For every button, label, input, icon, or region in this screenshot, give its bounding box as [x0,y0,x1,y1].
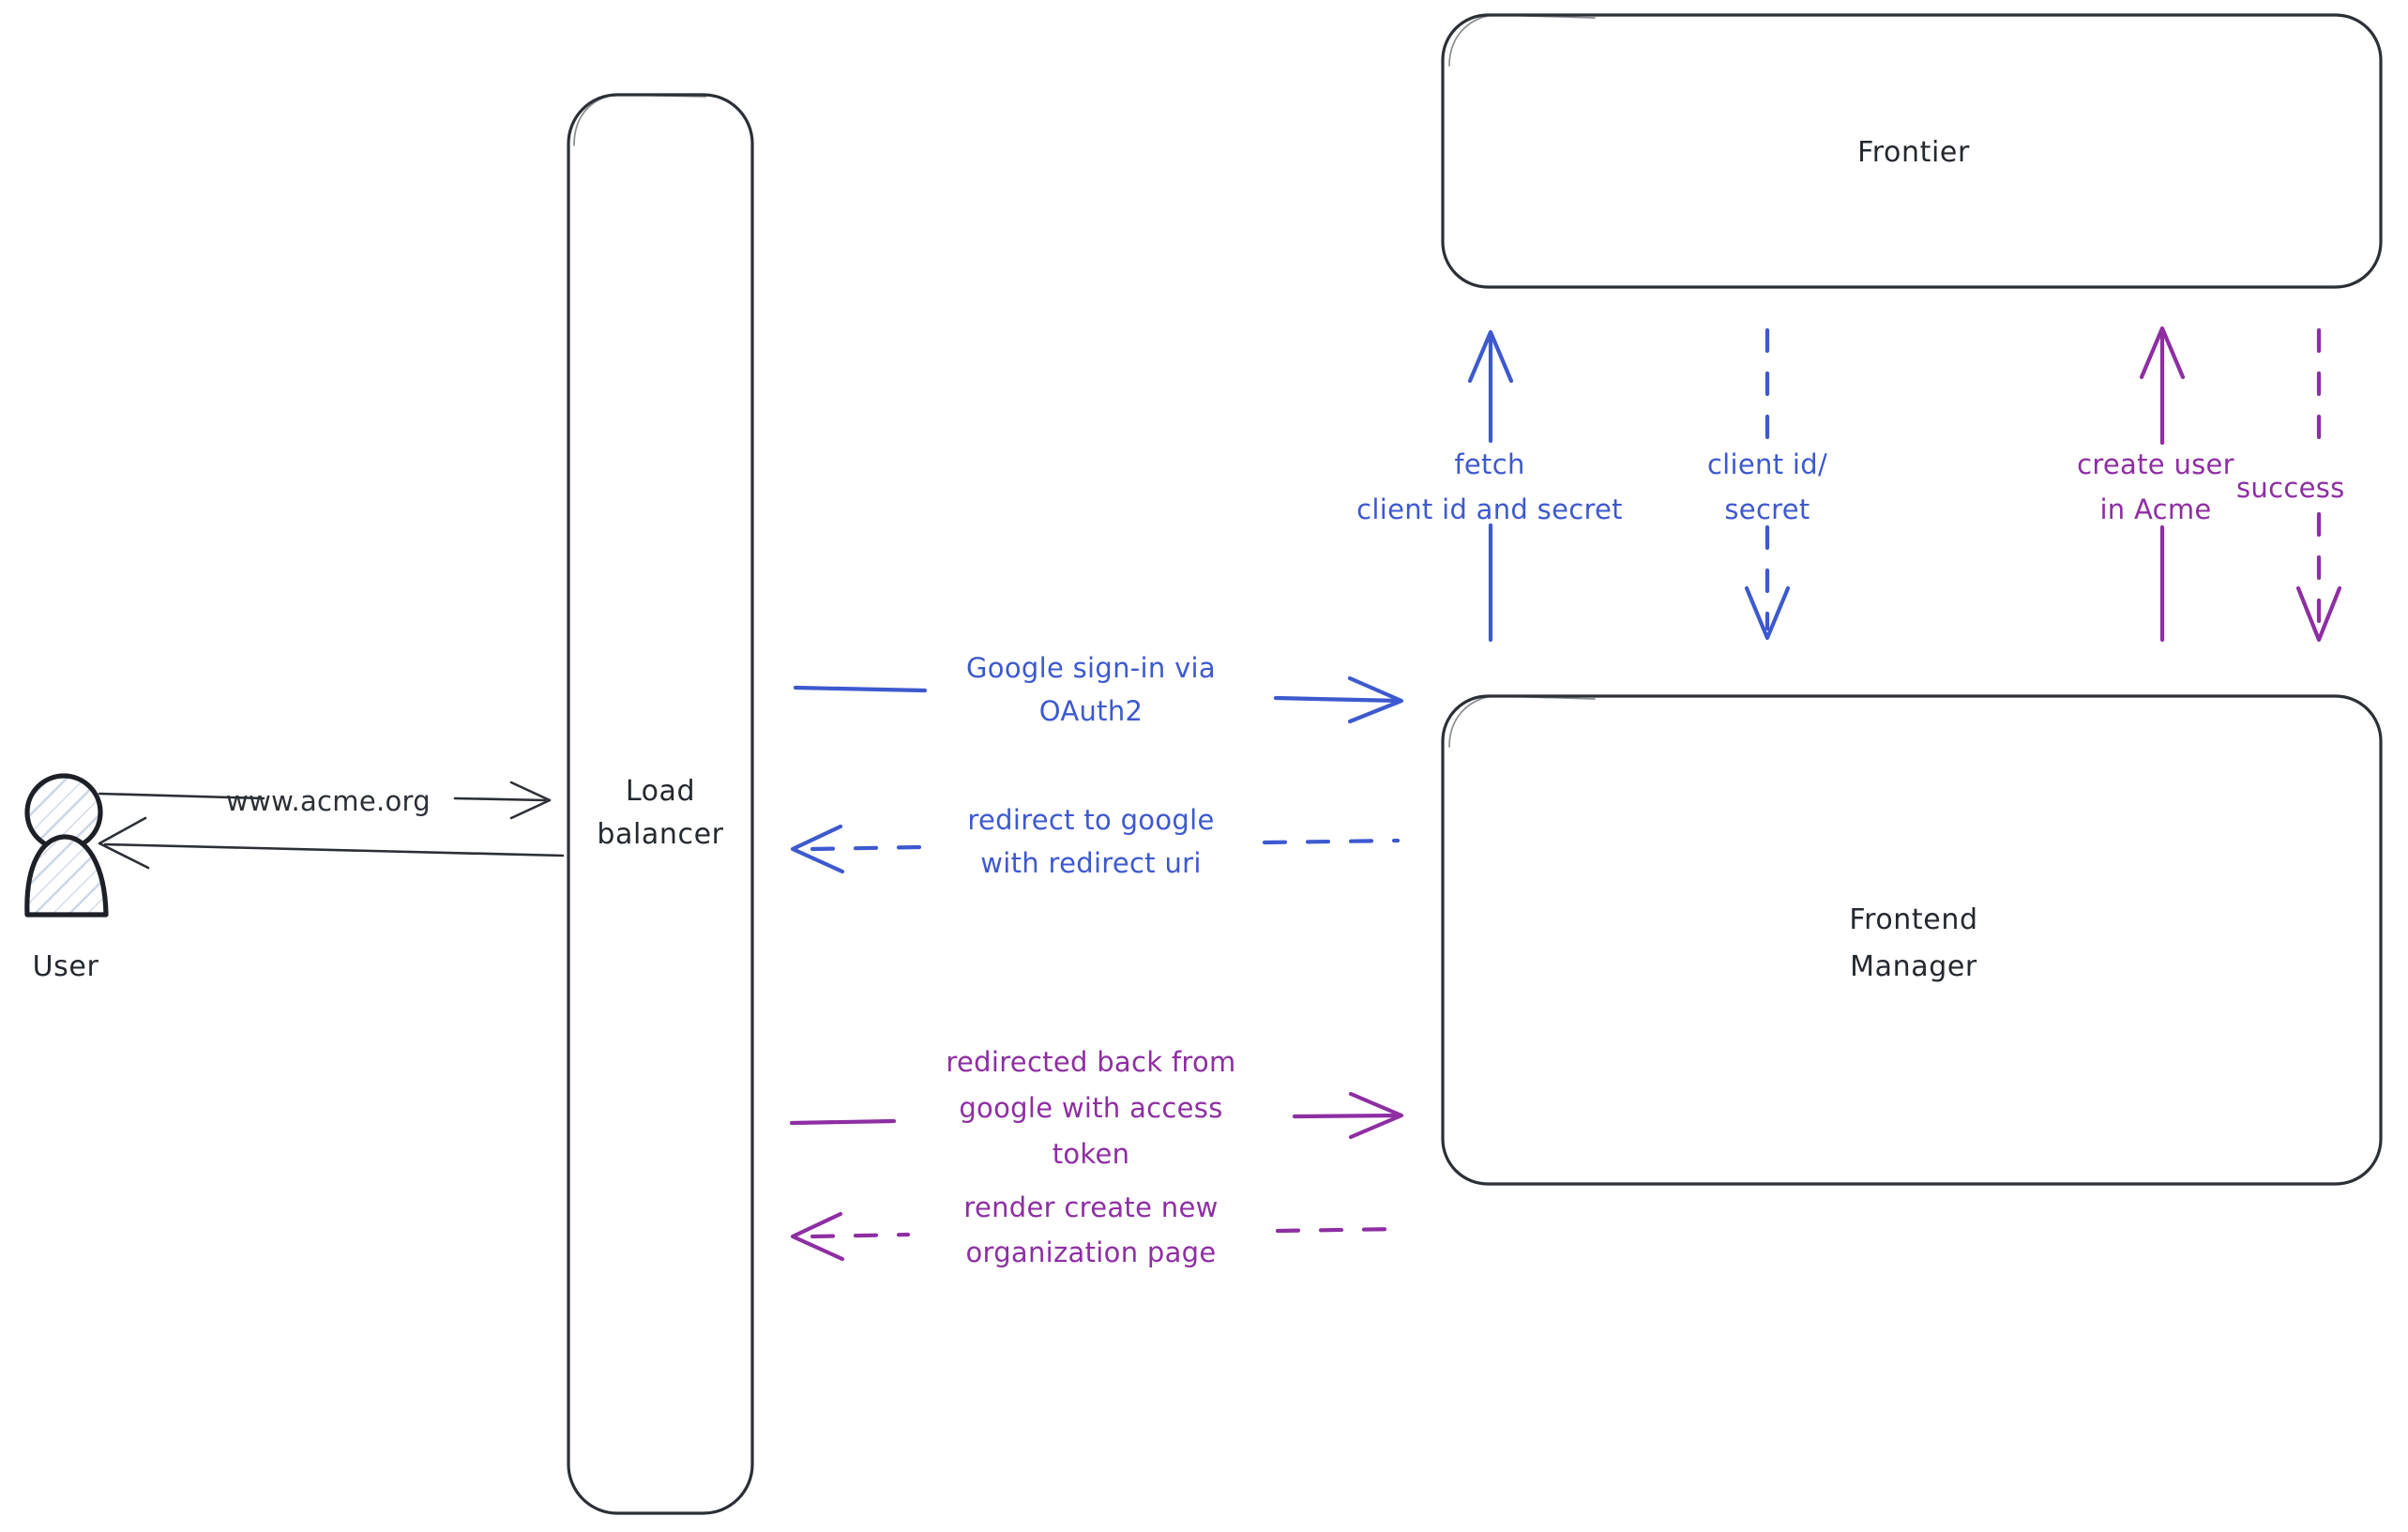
edge-success-label: success [2236,472,2345,504]
edge-token-line-left [789,1118,897,1126]
edge-success[interactable]: success [2236,327,2345,643]
edge-client-id-secret[interactable]: client id/ secret [1707,327,1827,641]
actor-user[interactable]: User [24,773,109,983]
edge-redirect-line-right [1262,838,1401,845]
edge-render-line-right [1275,1226,1402,1234]
edge-token-label-line2: google with access [959,1092,1222,1124]
edge-createuser-label-line1: create user [2077,448,2234,480]
edge-render-arrowhead [790,1211,845,1262]
edge-redirect-line-left [810,844,922,852]
edge-token-line-right [1292,1113,1402,1119]
edge-token-arrowhead [1348,1091,1404,1140]
edge-redirect-arrowhead [790,824,845,874]
frontier-sketch-overstroke [1448,14,1596,67]
edge-lb-user-line [103,842,565,857]
edge-signin-arrowhead [1347,675,1404,724]
edge-render-create-org[interactable]: render create new organization page [790,1191,1402,1268]
frontend-manager-label-line1: Frontend [1849,903,1977,936]
frontend-manager-shape [1441,694,2383,1186]
edge-token-label-line3: token [1053,1138,1130,1170]
edge-user-lb-arrowhead [509,781,552,820]
edge-lb-user-arrowhead [98,816,150,870]
edge-creds-label-line2: secret [1724,493,1810,525]
edge-redirect-label-line2: with redirect uri [980,847,1201,879]
edge-redirect-label-line1: redirect to google [967,804,1214,836]
edge-user-to-load-balancer[interactable]: www.acme.org [98,781,552,820]
edge-success-arrowhead [2295,585,2342,643]
edge-user-lb-label: www.acme.org [226,785,431,817]
actor-user-label: User [33,950,99,983]
edge-fetch-client-credentials[interactable]: fetch client id and secret [1356,329,1623,643]
edge-createuser-arrowhead [2139,326,2186,380]
edge-redirect-to-google[interactable]: redirect to google with redirect uri [790,804,1401,879]
edge-fetch-arrowhead [1467,329,1514,384]
node-frontier[interactable]: Frontier [1441,13,2383,289]
edge-google-signin[interactable]: Google sign-in via OAuth2 [793,652,1404,727]
edge-render-label-line1: render create new [963,1191,1218,1223]
node-load-balancer[interactable]: Load balancer [567,93,754,1515]
edge-render-line-left [810,1232,911,1239]
edge-create-user-in-acme[interactable]: create user in Acme [2077,326,2234,643]
edge-fetch-label-line1: fetch [1454,448,1524,480]
edge-signin-line-left [793,685,928,693]
frontier-label: Frontier [1857,136,1970,169]
edge-user-lb-line-left [98,792,265,800]
edge-signin-label-line1: Google sign-in via [966,652,1216,684]
edge-token-label-line1: redirected back from [946,1046,1235,1078]
frontend-manager-sketch-overstroke [1448,695,1596,748]
edge-redirected-back-token[interactable]: redirected back from google with access … [789,1046,1404,1170]
edge-creds-arrowhead [1744,585,1791,641]
edge-user-lb-line-right [453,796,547,802]
edge-load-balancer-to-user[interactable] [98,816,565,870]
edge-signin-label-line2: OAuth2 [1039,695,1143,727]
frontier-shape [1441,13,2383,289]
edge-createuser-label-line2: in Acme [2099,493,2211,525]
edge-fetch-label-line2: client id and secret [1356,493,1623,525]
user-body-icon [24,834,109,918]
load-balancer-label-line2: balancer [597,818,723,851]
edge-signin-line-right [1273,695,1402,704]
edge-creds-label-line1: client id/ [1707,448,1827,480]
load-balancer-sketch-overstroke [573,94,706,146]
load-balancer-label-line1: Load [626,775,695,808]
edge-render-label-line2: organization page [965,1236,1216,1268]
node-frontend-manager[interactable]: Frontend Manager [1441,694,2383,1186]
frontend-manager-label-line2: Manager [1850,950,1977,983]
load-balancer-shape [567,93,754,1515]
